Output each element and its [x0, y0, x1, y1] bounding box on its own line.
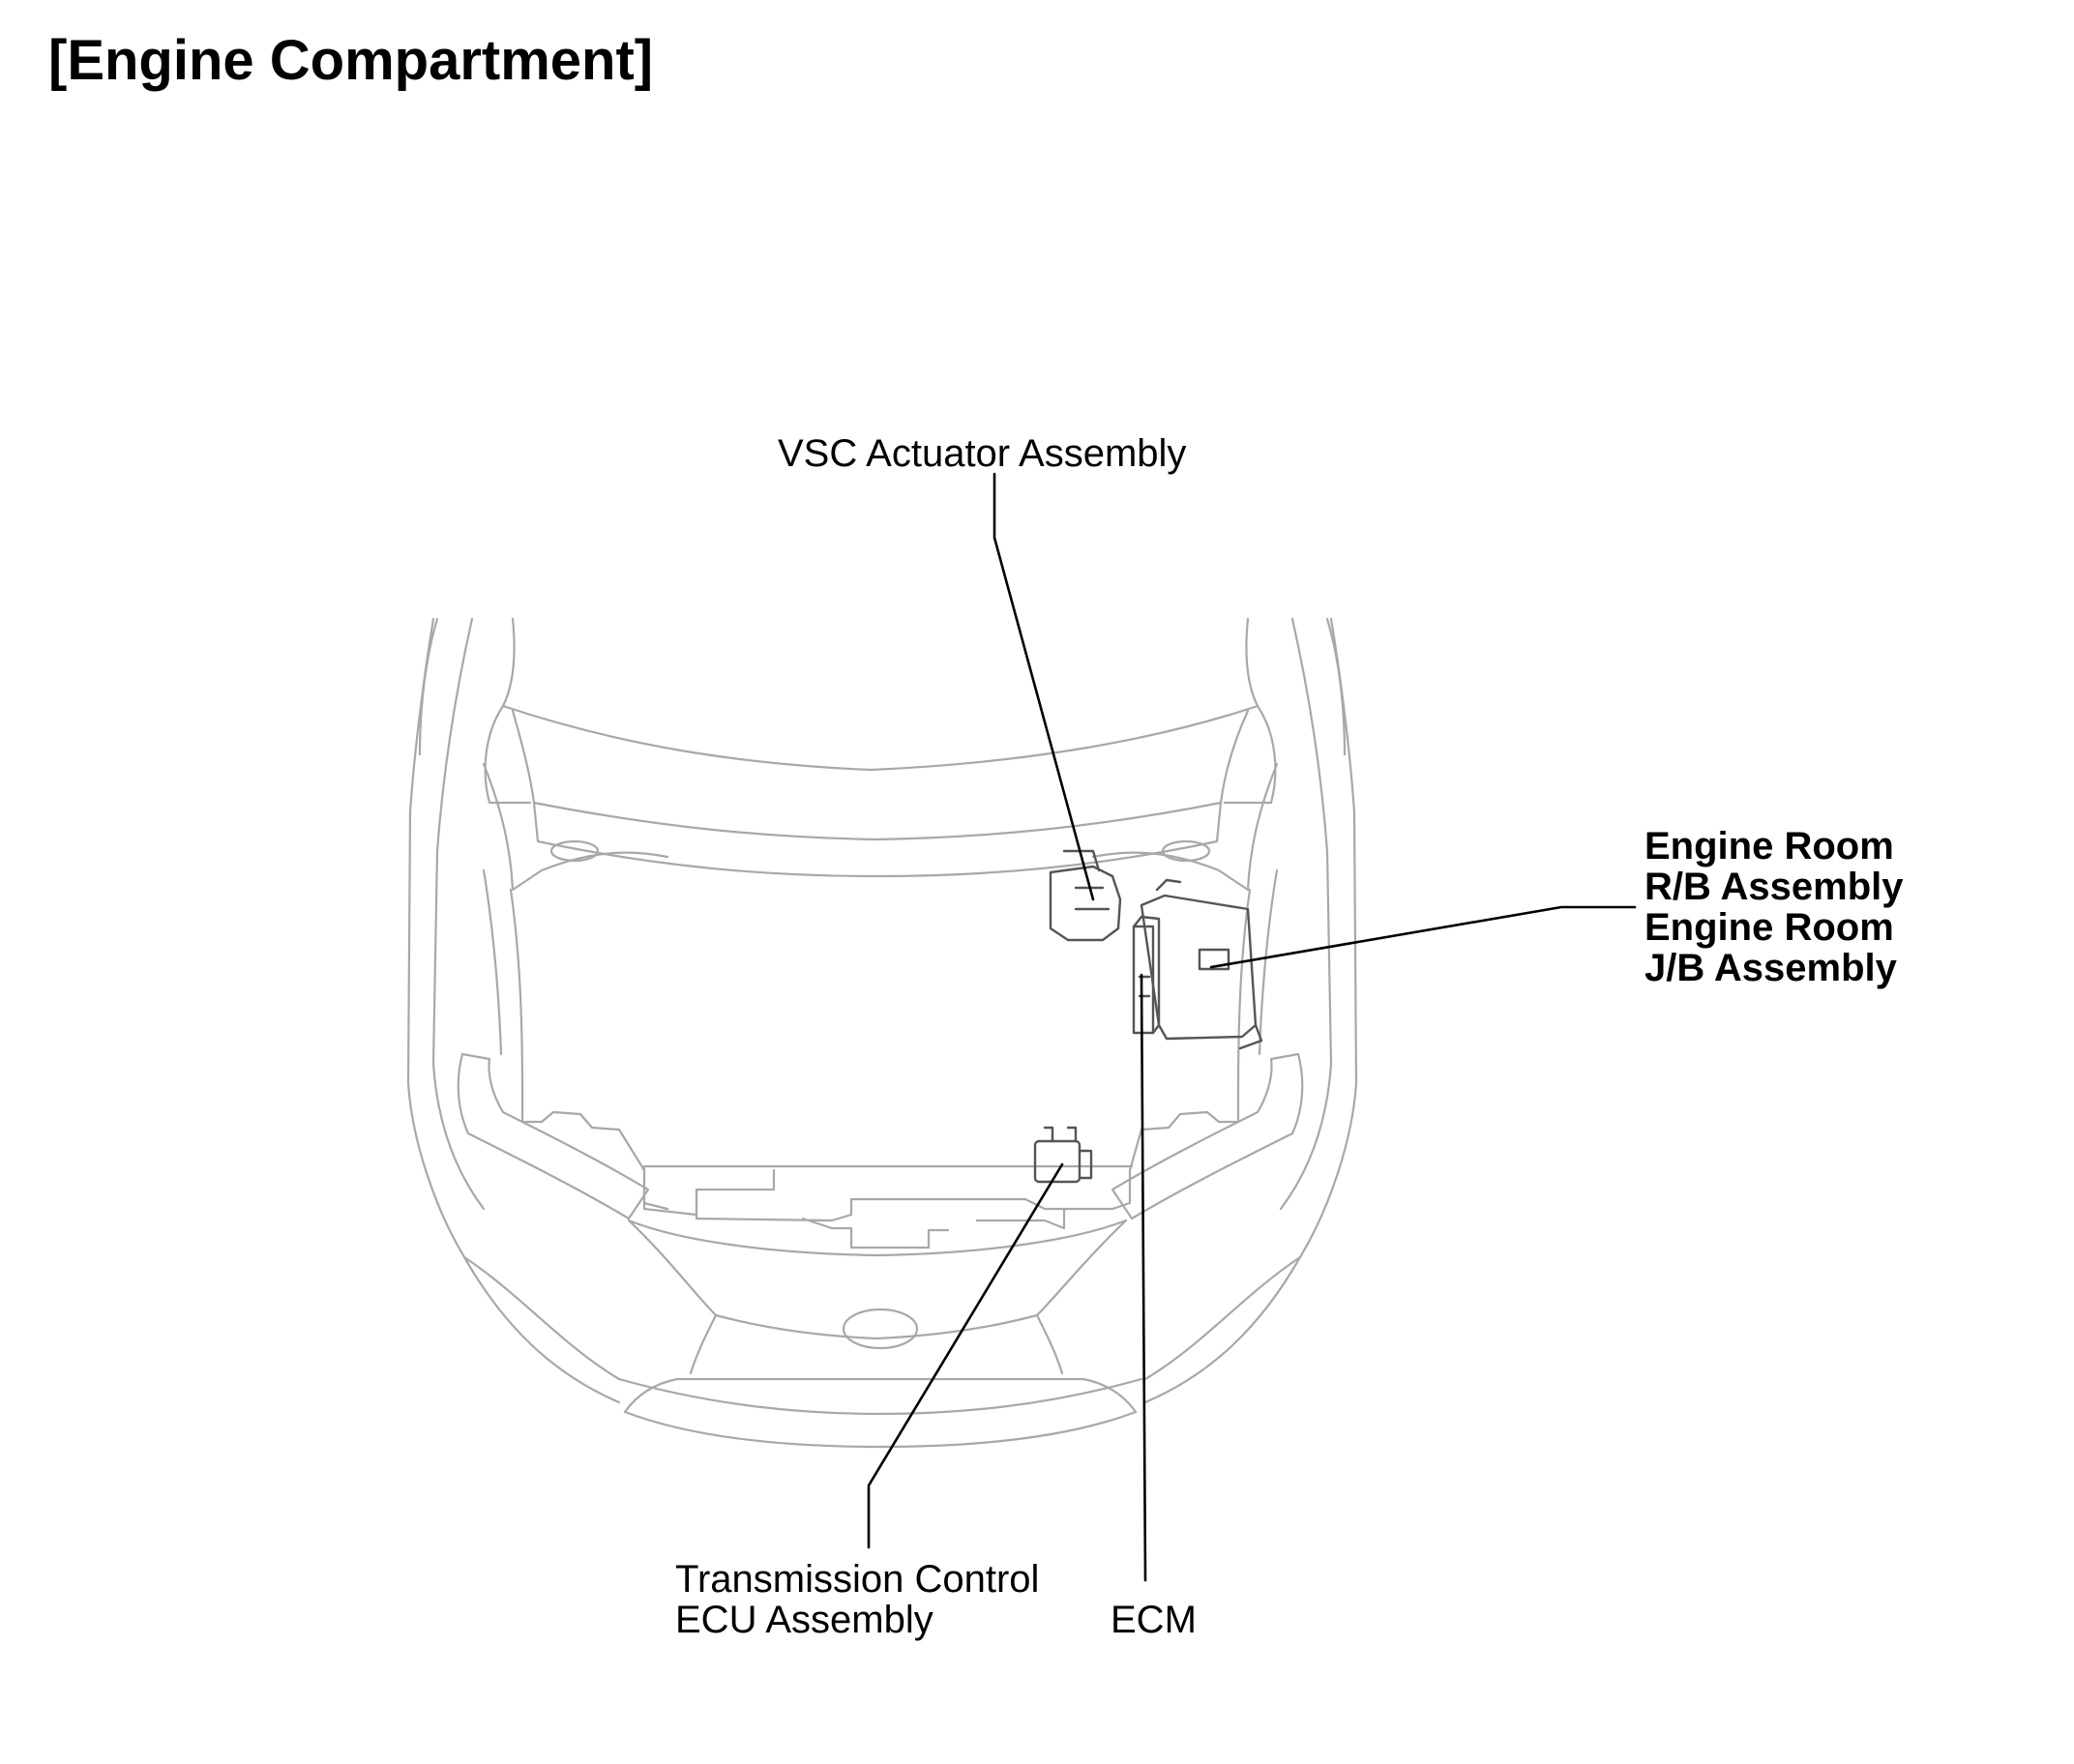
- leader-vsc-actuator: [993, 472, 1095, 901]
- page-title: [Engine Compartment]: [48, 29, 653, 92]
- leader-lines: [867, 472, 1637, 1582]
- leader-engine-room-rb-jb: [1209, 905, 1637, 969]
- label-ecm: ECM: [1111, 1599, 1197, 1641]
- label-engine-room-jb-line2: J/B Assembly: [1644, 947, 1898, 989]
- label-engine-room-jb-line1: Engine Room: [1644, 906, 1894, 949]
- label-transmission-control-line2: ECU Assembly: [675, 1599, 933, 1641]
- leader-ecm: [1140, 973, 1147, 1582]
- label-vsc-actuator-assembly: VSC Actuator Assembly: [778, 432, 1186, 475]
- leader-transmission-ecu: [867, 1162, 1064, 1549]
- engine-room-rb-jb-part: [1140, 878, 1263, 1050]
- label-engine-room-rb-line2: R/B Assembly: [1644, 866, 1904, 908]
- vehicle-front-view: [406, 617, 1358, 1449]
- label-engine-room-rb-line1: Engine Room: [1644, 825, 1894, 867]
- transmission-control-ecu-part: [1033, 1126, 1093, 1184]
- label-transmission-control-line1: Transmission Control: [675, 1558, 1039, 1601]
